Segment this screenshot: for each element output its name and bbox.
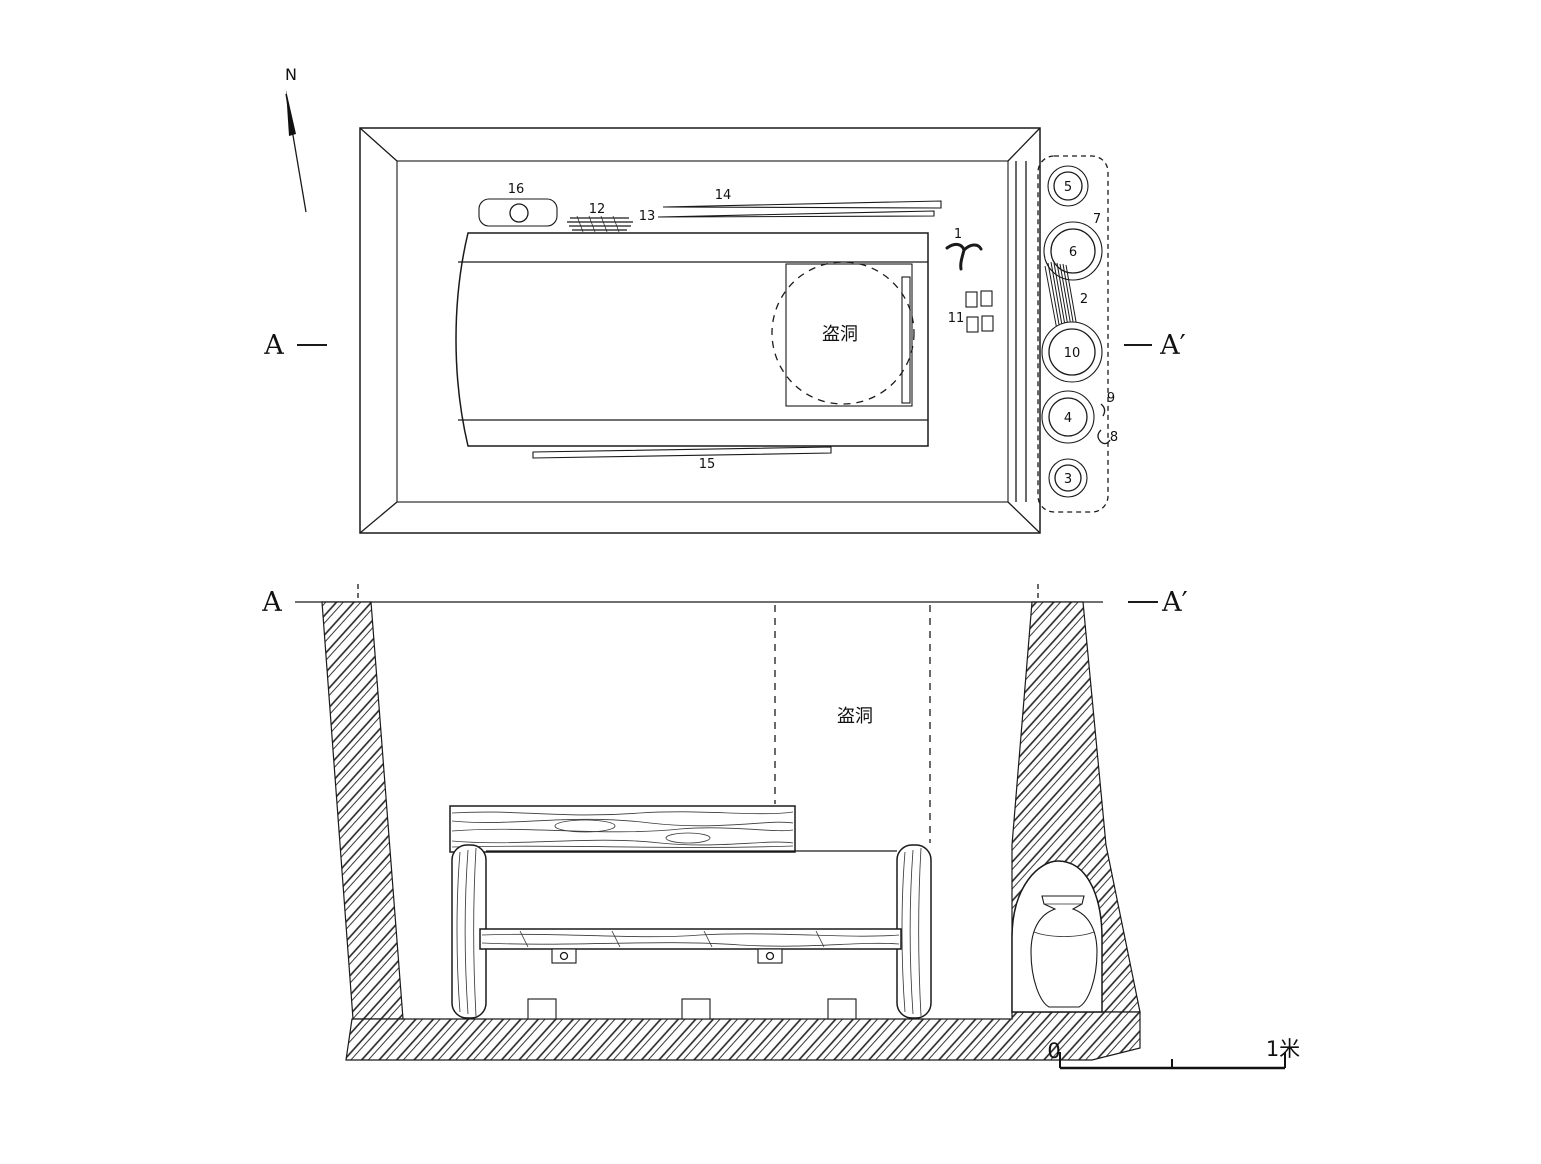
section-robber-hole: 盗洞 (774, 605, 931, 843)
robber-hole-label-plan: 盗洞 (822, 324, 858, 345)
vessel-10 (1041, 321, 1103, 383)
vessel-label-4: 4 (1064, 411, 1072, 426)
niche-outline-plan (1037, 155, 1109, 513)
artifact-8-item (1097, 429, 1111, 445)
north-arrow-head-icon (286, 90, 296, 136)
pit-corner-line (359, 501, 398, 534)
artifact-13-rod (657, 210, 935, 218)
section-label-a-prime: A′ (1161, 587, 1188, 618)
vessel-4 (1041, 390, 1095, 444)
section-view: A A′ 盗洞 (261, 584, 1300, 1070)
artifact-12-slats (567, 215, 633, 233)
vessel-label-3: 3 (1064, 472, 1072, 487)
artifact-label-7: 7 (1093, 212, 1101, 227)
coffin-section (449, 805, 932, 1020)
artifact-label-12: 12 (589, 202, 606, 217)
vessel-3 (1048, 458, 1088, 498)
vessel-5 (1047, 165, 1089, 207)
pit-wall-left (321, 601, 404, 1020)
plan-label-a-prime: A′ (1159, 330, 1186, 361)
artifact-label-9: 9 (1107, 391, 1115, 406)
robber-hole-label-section: 盗洞 (837, 706, 873, 727)
artifact-label-8: 8 (1110, 430, 1118, 445)
artifact-label-15: 15 (699, 457, 716, 472)
scale-bar: 0 1米 (1047, 1037, 1300, 1070)
scale-zero-label: 0 (1047, 1039, 1060, 1063)
north-label: N (285, 65, 297, 84)
vessel-label-10: 10 (1064, 346, 1081, 361)
coffin-plan: 盗洞 (455, 232, 929, 447)
artifact-16-box (478, 198, 558, 227)
north-arrow: N (285, 65, 307, 213)
pit-corner-line (359, 127, 398, 162)
coffin-lid-plank (449, 805, 796, 853)
artifact-label-11: 11 (948, 311, 965, 326)
artifact-label-14: 14 (715, 188, 732, 203)
section-label-a: A (261, 587, 282, 618)
lid-wood-grain (451, 811, 794, 848)
pit-corner-line (1007, 127, 1041, 162)
scale-unit-label: 1米 (1266, 1037, 1300, 1061)
coffin-feet (527, 998, 857, 1020)
artifact-15-rod (532, 446, 832, 459)
artifact-label-16: 16 (508, 182, 525, 197)
coffin-end-board-plan (901, 276, 911, 404)
plan-view: 盗洞 16 12 14 (263, 127, 1186, 534)
plan-section-line: A A′ (263, 330, 1186, 361)
plan-label-a: A (263, 330, 284, 361)
pit-corner-line (1007, 501, 1041, 534)
artifact-9-item (1100, 403, 1106, 417)
floor-wood-grain (481, 930, 900, 948)
pit-floor-band (345, 1011, 1141, 1061)
coffin-opened-area (785, 263, 913, 407)
robber-hole-circle (771, 261, 915, 405)
artifact-label-1: 1 (954, 227, 962, 242)
coffin-cleats (551, 948, 783, 964)
artifact-11-plaques (965, 290, 994, 333)
artifact-label-2: 2 (1080, 292, 1088, 307)
section-ground-line: A A′ (261, 584, 1188, 622)
vessel-6 (1043, 221, 1103, 281)
vessel-label-6: 6 (1069, 245, 1077, 260)
coffin-floor-plank (479, 928, 902, 950)
plan-niche: 5 7 6 2 10 (1037, 155, 1118, 513)
grave-goods-plan: 16 12 14 13 15 (478, 182, 994, 472)
artifact-1-object (945, 242, 983, 271)
coffin-end-cap-right (896, 844, 932, 1019)
artifact-label-13: 13 (639, 209, 656, 224)
niche-vessel-pot (1030, 895, 1098, 1008)
artifact-14-rod (662, 200, 942, 209)
vessel-label-5: 5 (1064, 180, 1072, 195)
section-niche (1011, 860, 1103, 1013)
